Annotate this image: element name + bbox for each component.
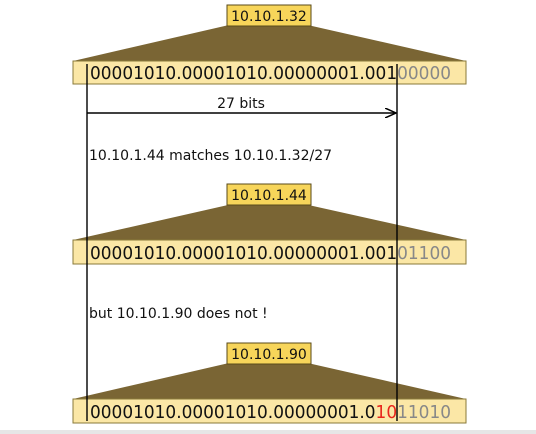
ip-label-box-1 xyxy=(226,4,312,27)
ip-label-2: 10.10.1.44 xyxy=(231,188,307,204)
address-block-1: 10.10.1.32 00001010.00001010.00000001.00… xyxy=(72,4,467,85)
match-caption: 10.10.1.44 matches 10.10.1.32/27 xyxy=(89,148,332,164)
ip-label-1: 10.10.1.32 xyxy=(231,9,307,25)
ip-label-box-2 xyxy=(226,183,312,206)
bottom-edge xyxy=(0,430,536,434)
binary-address-3: 00001010.00001010.00000001.01011010 xyxy=(90,402,451,423)
triangle-1 xyxy=(73,16,466,61)
ip-label-box-3 xyxy=(226,342,312,365)
binary-rest-2: 01100 xyxy=(397,243,451,264)
triangle-3 xyxy=(73,354,466,399)
ip-label-3: 10.10.1.90 xyxy=(231,347,307,363)
binary-box-3 xyxy=(72,398,467,424)
nomatch-caption: but 10.10.1.90 does not ! xyxy=(89,306,268,322)
triangle-2 xyxy=(73,196,466,240)
binary-box-1 xyxy=(72,60,467,85)
binary-box-2 xyxy=(72,239,467,265)
binary-prefix-1: 00001010.00001010.00000001.001 xyxy=(90,63,397,84)
binary-address-2: 00001010.00001010.00000001.00101100 xyxy=(90,243,451,264)
binary-mismatch-3: 10 xyxy=(376,402,398,423)
binary-address-1: 00001010.00001010.00000001.00100000 xyxy=(90,63,451,84)
address-block-3: 10.10.1.90 00001010.00001010.00000001.01… xyxy=(72,342,467,424)
prefix-length-label: 27 bits xyxy=(217,96,265,112)
binary-prefix-2: 00001010.00001010.00000001.001 xyxy=(90,243,397,264)
binary-rest-3: 11010 xyxy=(397,402,451,423)
binary-rest-1: 00000 xyxy=(397,63,451,84)
address-block-2: 10.10.1.44 00001010.00001010.00000001.00… xyxy=(72,183,467,265)
binary-prefix-3: 00001010.00001010.00000001.0 xyxy=(90,402,376,423)
